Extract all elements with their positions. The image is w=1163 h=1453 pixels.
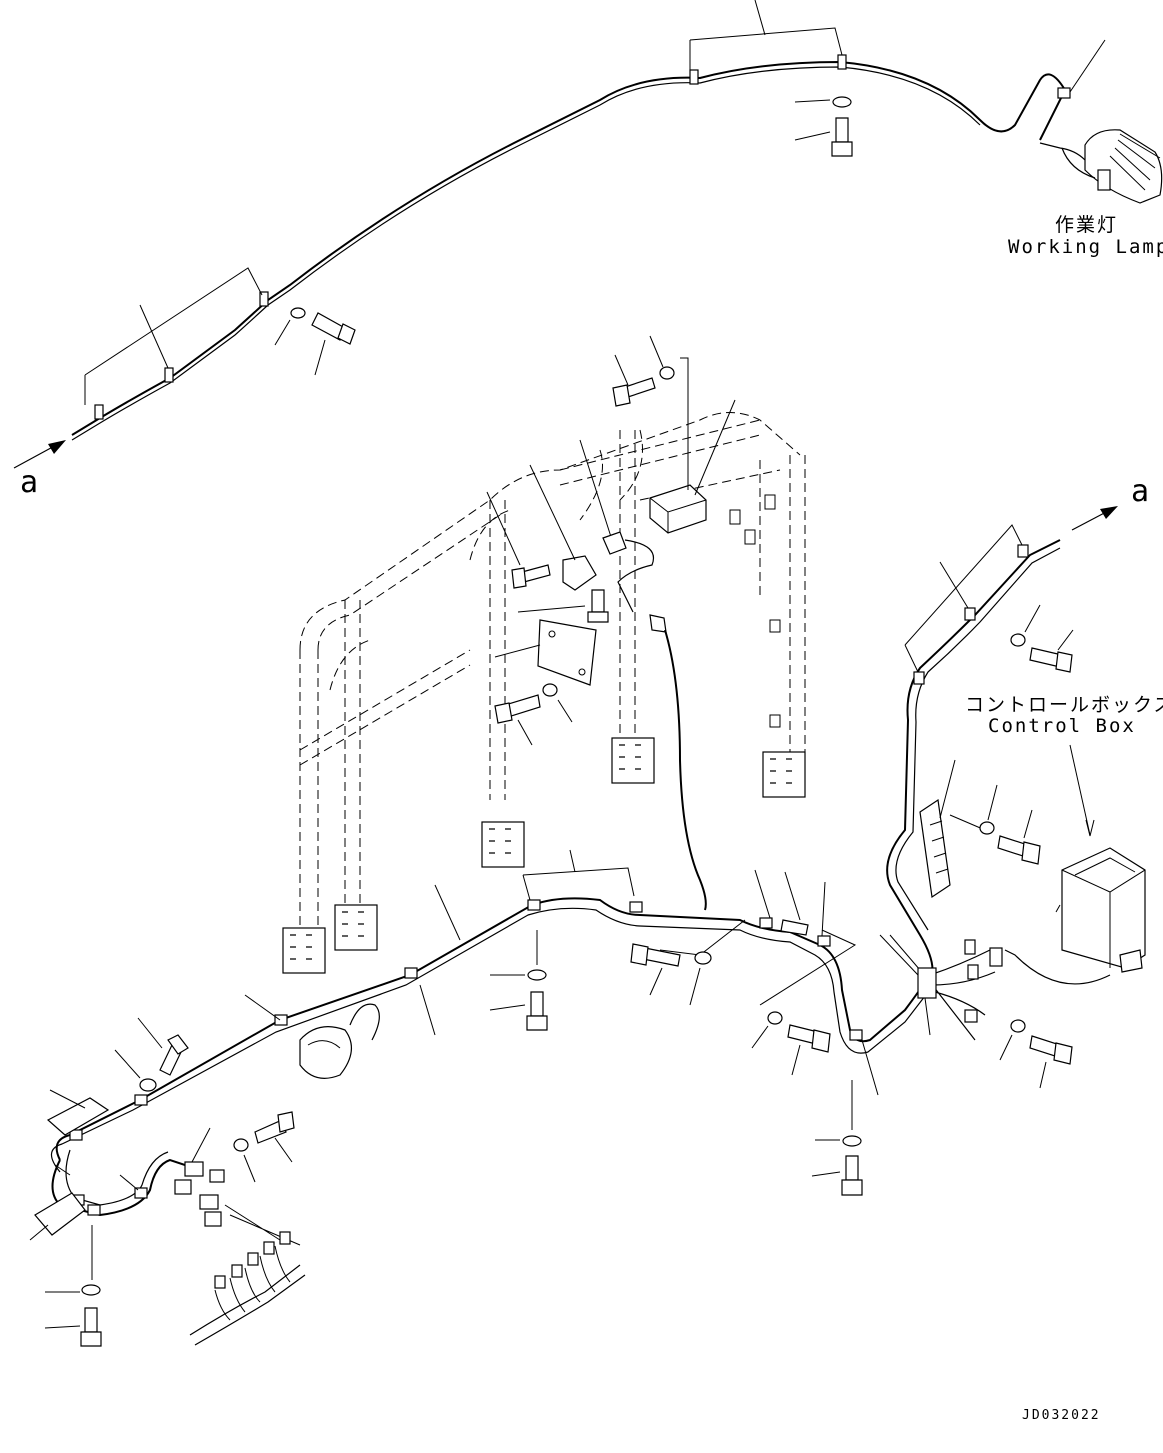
right-fasteners bbox=[630, 604, 1074, 1196]
working-lamp-label-en: Working Lamp bbox=[1008, 236, 1163, 258]
connector-icon bbox=[174, 1127, 306, 1346]
ref-mark-right: a bbox=[1131, 474, 1150, 509]
lamp-icon bbox=[1039, 129, 1163, 204]
arrow-icon bbox=[13, 440, 1118, 531]
control-box-label-jp: コントロールボックス bbox=[965, 694, 1163, 716]
ref-mark-left: a bbox=[20, 465, 39, 500]
cab-frame bbox=[299, 412, 806, 950]
frame-mount-plates bbox=[282, 494, 806, 974]
box-icon bbox=[1055, 744, 1146, 973]
top-fasteners bbox=[274, 96, 853, 376]
control-box-label-en: Control Box bbox=[988, 715, 1136, 737]
right-harness bbox=[879, 524, 1111, 1041]
working-lamp-label-jp: 作業灯 bbox=[1055, 214, 1119, 236]
relay-bracket-assembly bbox=[486, 335, 736, 746]
drawing-code: JD032022 bbox=[1022, 1408, 1101, 1423]
top-harness bbox=[71, 0, 1106, 441]
relay-cable bbox=[664, 629, 707, 911]
main-harness bbox=[29, 849, 936, 1241]
left-fasteners bbox=[44, 930, 548, 1347]
